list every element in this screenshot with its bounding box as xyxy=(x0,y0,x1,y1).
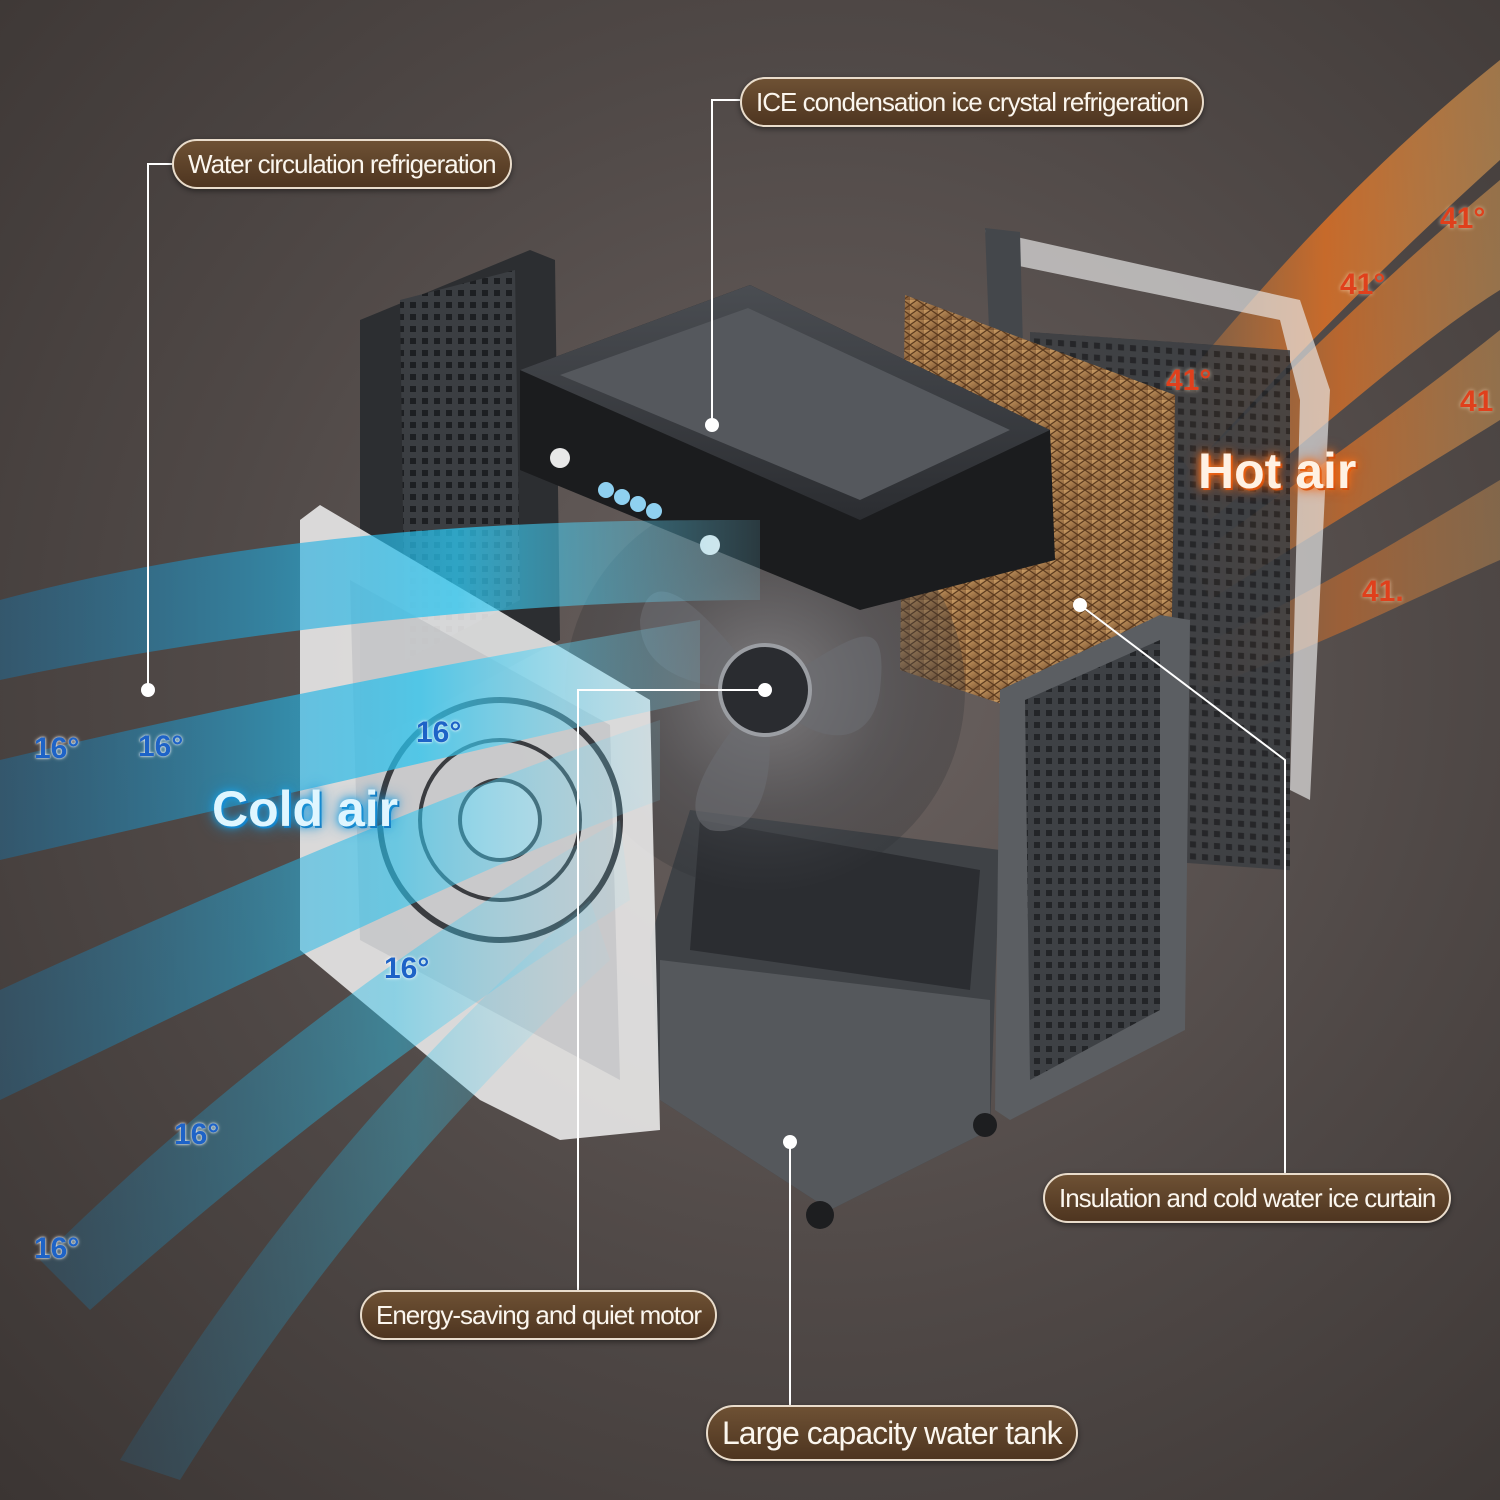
hot-temp-2: 41° xyxy=(1340,268,1386,301)
cold-air-label: Cold air xyxy=(212,781,399,837)
top-lid xyxy=(520,285,1055,610)
leader-lines xyxy=(147,99,1286,1415)
cold-temp-3: 16° xyxy=(416,716,462,749)
callout-curtain: Insulation and cold water ice curtain xyxy=(1043,1173,1452,1223)
hot-temp-3: 41° xyxy=(1166,364,1212,397)
cold-temp-1: 16° xyxy=(34,732,80,765)
callout-motor: Energy-saving and quiet motor xyxy=(360,1290,718,1340)
cold-temp-5: 16° xyxy=(174,1118,220,1151)
cold-temp-2: 16° xyxy=(138,730,184,763)
cold-air-stream xyxy=(0,520,760,1480)
hot-air-label: Hot air xyxy=(1198,443,1357,499)
callout-water-circulation: Water circulation refrigeration xyxy=(172,139,512,189)
right-grille-panel xyxy=(995,615,1190,1120)
leader-dots xyxy=(141,418,1087,1149)
hot-temp-5: 41. xyxy=(1362,575,1404,608)
cold-temp-4: 16° xyxy=(384,952,430,985)
cold-temp-6: 16° xyxy=(34,1232,80,1265)
hot-temp-4: 41 xyxy=(1460,385,1494,418)
callout-ice-condensation: ICE condensation ice crystal refrigerati… xyxy=(740,77,1205,127)
callout-tank: Large capacity water tank xyxy=(706,1405,1078,1461)
hot-temp-1: 41° xyxy=(1440,202,1486,235)
